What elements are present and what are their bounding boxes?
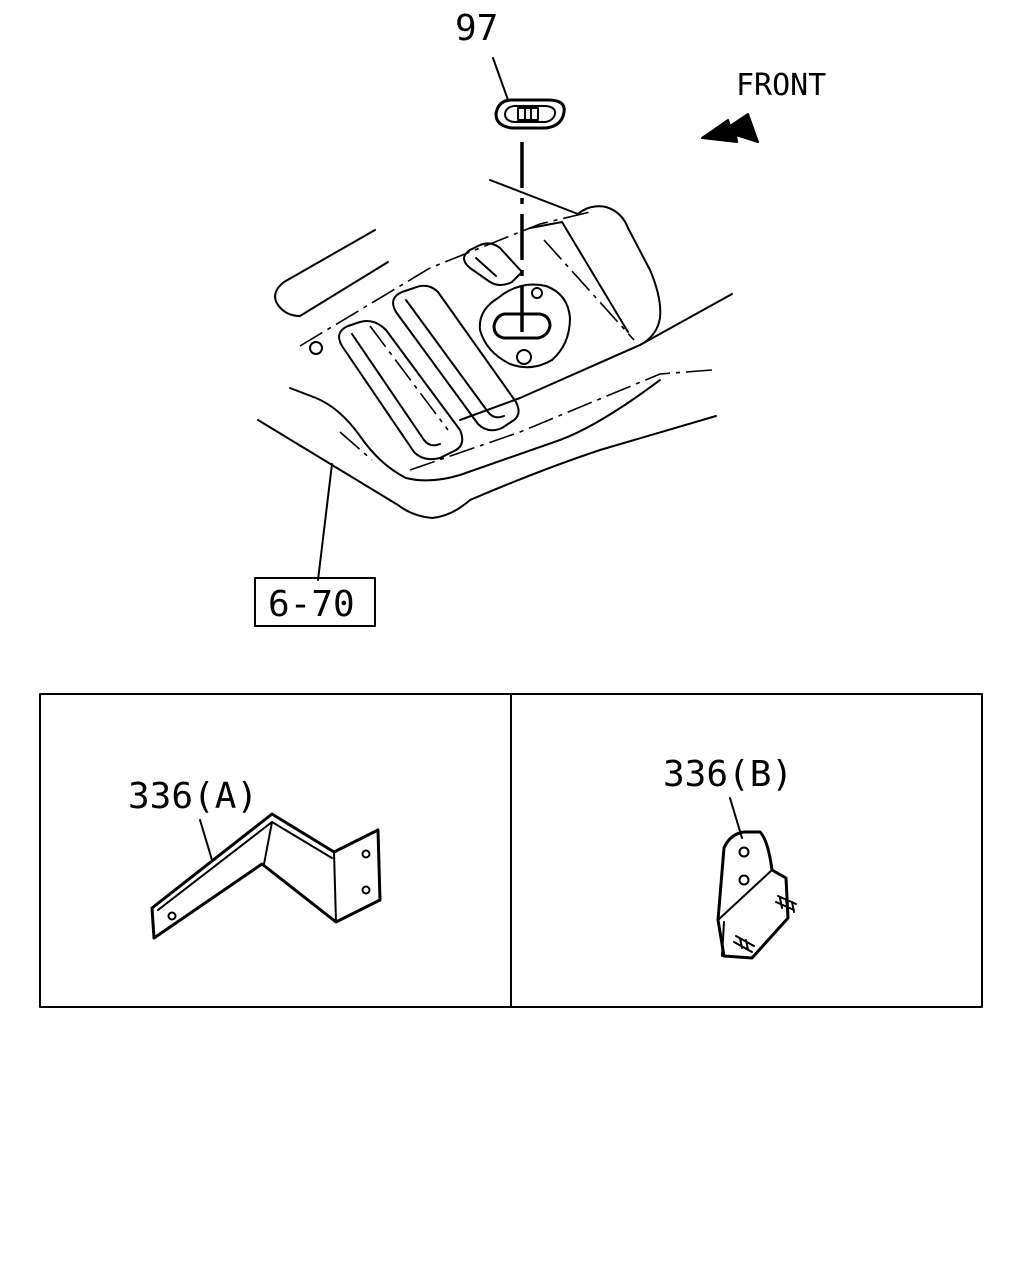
grommet-part: [494, 98, 566, 130]
bracket-336a-part: [150, 812, 382, 940]
bracket-336b-part: [716, 830, 797, 960]
leader-336a: [199, 819, 213, 861]
callout-336b: 336(B): [663, 754, 793, 795]
callout-6-70: 6-70: [268, 584, 355, 625]
front-arrow-icon: [701, 113, 759, 143]
leader-6-70: [317, 463, 333, 581]
floor-panel: [257, 179, 733, 519]
ref-box-6-70: [254, 577, 376, 627]
callout-97: 97: [455, 8, 498, 49]
front-label: FRONT: [736, 68, 826, 103]
leader-97: [492, 57, 509, 101]
callout-336a: 336(A): [128, 776, 258, 817]
